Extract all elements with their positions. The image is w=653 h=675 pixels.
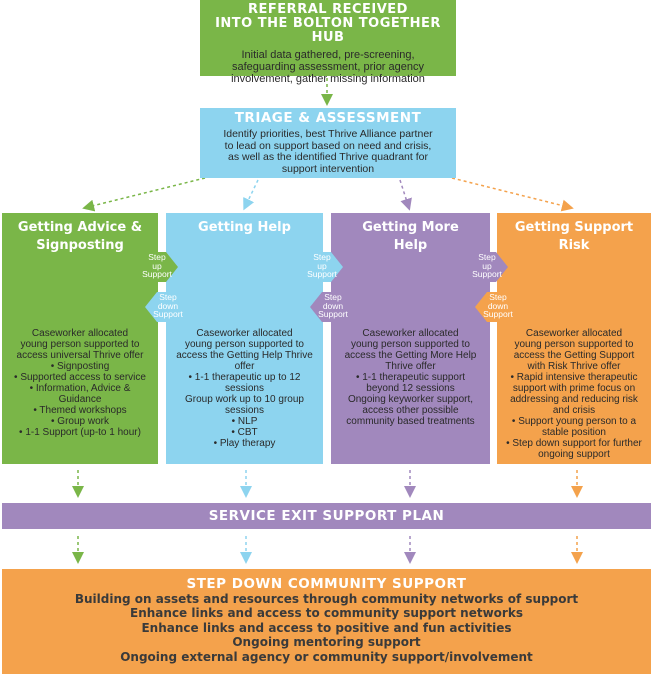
step-down-shape: [475, 292, 511, 322]
column-body: Caseworker allocated young person suppor…: [344, 328, 477, 427]
triage-title: TRIAGE & ASSESSMENT: [234, 110, 422, 126]
step-up-shape: [307, 252, 343, 282]
referral-box: REFERRAL RECEIVED INTO THE BOLTON TOGETH…: [200, 0, 456, 85]
bottom-line: Building on assets and resources through…: [74, 592, 579, 606]
column-heading: Getting Help: [198, 220, 291, 235]
column-getting-more-help: Getting More Help Caseworker allocated y…: [331, 213, 490, 464]
column-body: Caseworker allocated young person suppor…: [14, 328, 146, 438]
column-body: Caseworker allocated young person suppor…: [506, 328, 642, 460]
step-down-shape: [145, 292, 181, 322]
arrow-triage-col1: [82, 177, 206, 212]
exit-title: SERVICE EXIT SUPPORT PLAN: [208, 508, 445, 524]
referral-description: Initial data gathered, pre-screening, sa…: [231, 49, 425, 85]
arrow-triage-col3: [399, 179, 412, 211]
bottom-line: Enhance links and access to positive and…: [141, 620, 512, 635]
step-up-shape: [472, 252, 508, 282]
column-heading: Getting Advice & Signposting: [17, 220, 143, 253]
arrow-triage-col2: [243, 179, 259, 211]
step-up-shape: [142, 252, 178, 282]
triage-description: Identify priorities, best Thrive Allianc…: [223, 128, 433, 175]
bottom-title: STEP DOWN COMMUNITY SUPPORT: [186, 576, 467, 592]
column-getting-help: Getting Help Caseworker allocated young …: [166, 213, 323, 464]
arrow-triage-col4: [451, 177, 574, 212]
triage-box: TRIAGE & ASSESSMENT Identify priorities,…: [200, 108, 456, 178]
bottom-line: Enhance links and access to community su…: [130, 606, 523, 621]
step-down-community-box: STEP DOWN COMMUNITY SUPPORT Building on …: [2, 569, 651, 674]
service-exit-bar: SERVICE EXIT SUPPORT PLAN: [2, 503, 651, 529]
step-down-shape: [310, 292, 346, 322]
bottom-line: Ongoing mentoring support: [232, 635, 421, 650]
column-getting-support-risk: Getting Support Risk Caseworker allocate…: [497, 213, 651, 464]
column-heading: Getting More Help: [362, 220, 459, 253]
column-body: Caseworker allocated young person suppor…: [176, 328, 313, 449]
column-getting-advice: Getting Advice & Signposting Caseworker …: [2, 213, 158, 464]
column-heading: Getting Support Risk: [514, 220, 634, 253]
referral-title: REFERRAL RECEIVED INTO THE BOLTON TOGETH…: [215, 2, 441, 45]
bottom-line: Ongoing external agency or community sup…: [120, 649, 533, 664]
